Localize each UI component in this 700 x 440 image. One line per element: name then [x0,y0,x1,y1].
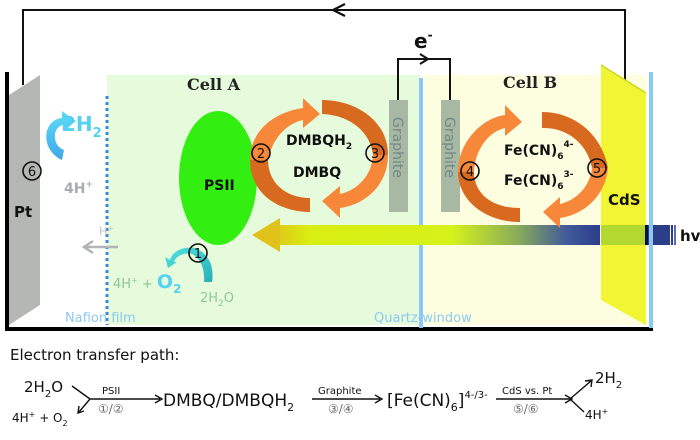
dmbq-cycle-arrow-top-left [250,98,320,160]
path-heading: Electron transfer path: [10,346,179,364]
step-5-marker: 5 [587,158,607,178]
step-3-marker: 3 [365,143,385,163]
light-beam-cds-overlay [601,225,646,245]
cds-label: CdS [608,191,641,209]
step-4-marker: 4 [460,161,480,181]
path-step2-bottom: ③/④ [328,402,354,416]
fecn-4-label: Fe(CN)64- [504,140,574,162]
path-byproduct: 4H+ + O2 [12,410,68,428]
nafion-label: Nafion film [65,311,136,326]
beam-stripe [645,225,648,245]
svg-text:4: 4 [466,165,474,180]
quartz-label: Quartz-window [374,311,472,326]
cds-edge [600,64,647,94]
fecn-cycle-arrow-top-right [542,112,608,168]
hv-label: hv [680,227,700,245]
step-6-marker: 6 [22,161,42,181]
path-intermediate2: [Fe(CN)6]4-/3- [387,390,488,414]
path-intermediate1: DMBQ/DMBQH2 [163,391,294,414]
dmbq-cycle-arrow-top-right [322,100,388,155]
beam-stripe [671,225,673,245]
path-step1-bottom: ①/② [98,402,124,416]
svg-text:2: 2 [257,147,265,162]
svg-text:6: 6 [28,165,36,180]
cell-b-label: Cell B [503,73,557,92]
pt-label: Pt [14,203,32,221]
four-h-plus-label: 4H+ [64,180,93,197]
graphite-electrode-left [389,100,408,212]
psii-label: PSII [204,178,235,194]
dmbqh2-label: DMBQH2 [286,133,352,152]
path-product-h2: 2H2 [595,369,622,391]
path-product-h-plus: 4H+ [585,407,608,422]
h2-evolution-arrow [46,111,76,160]
cds-electrode [601,65,646,325]
step-2-marker: 2 [251,143,271,163]
pt-electrode [9,75,40,325]
h2-label: 2H2 [62,112,102,141]
h-plus-label: H+ [99,224,114,238]
container-wall [5,72,653,331]
cell-a-label: Cell A [187,75,241,94]
path-arrow-2 [312,394,384,404]
electron-label: e- [414,28,433,53]
h-plus-arrow [81,239,118,255]
right-quartz-wall [649,72,653,328]
beam-stripe [674,225,676,245]
graphite-connection-wire [397,58,451,100]
svg-text:3: 3 [371,147,379,162]
water-oxidation-arrow [165,247,213,282]
svg-text:5: 5 [593,162,601,177]
dmbq-cycle-arrow-bottom-left [250,160,310,212]
psii-complex [179,111,257,245]
path-step3-bottom: ⑤/⑥ [513,402,539,416]
fecn-cycle-arrow-bottom-right [543,168,608,228]
path-step3-top: CdS vs. Pt [502,386,552,397]
fecn-3-label: Fe(CN)63- [504,170,574,192]
o2-products-label: 4H+ + O2 [113,271,181,296]
path-reactant: 2H2O [24,378,63,400]
svg-text:1: 1 [194,247,202,262]
fecn-cycle-arrow-top-left [458,105,522,172]
path-arrow-3 [496,394,574,404]
path-split-1 [71,385,164,415]
graphite-left-label: Graphite [389,117,405,178]
fecn-cycle-arrow-bottom-left [458,172,520,222]
path-split-3 [569,379,593,413]
quartz-window-divider [419,78,423,328]
path-step2-top: Graphite [318,386,362,397]
path-step1-top: PSII [102,386,120,397]
dmbq-label: DMBQ [293,165,341,181]
light-beam-arrowhead [252,218,280,252]
light-beam [270,225,600,245]
water-label: 2H2O [200,291,234,309]
dmbq-cycle-arrow-bottom-right [322,155,388,218]
circuit-arrow-icon [330,3,346,17]
step-1-marker: 1 [188,243,208,263]
electron-arrow-icon [419,53,430,65]
external-circuit-wire [22,9,626,85]
graphite-right-label: Graphite [441,117,457,178]
graphite-electrode-right [441,100,460,212]
